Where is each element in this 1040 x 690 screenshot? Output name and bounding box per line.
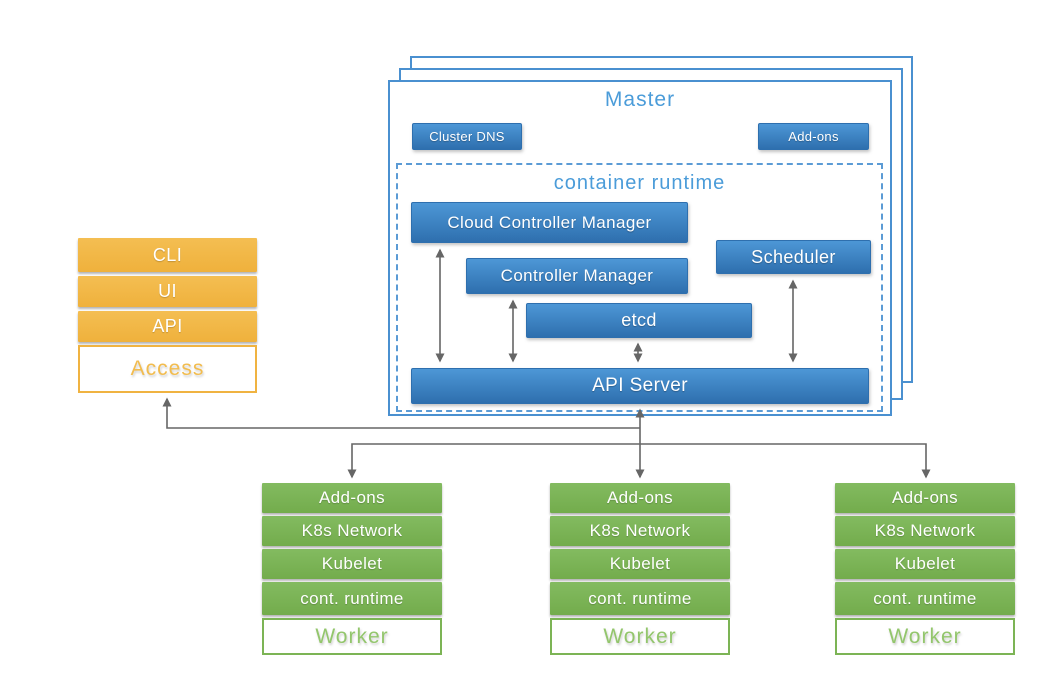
worker-kubelet-label: Kubelet — [609, 554, 671, 573]
worker-addons-box: Add-ons — [550, 483, 730, 513]
worker-k8s-network-box: K8s Network — [835, 516, 1015, 546]
worker-cont-runtime-box: cont. runtime — [835, 582, 1015, 615]
worker-k8s-network-box: K8s Network — [262, 516, 442, 546]
api-box: API — [78, 311, 257, 342]
worker-cont-runtime-box: cont. runtime — [550, 582, 730, 615]
scheduler-label: Scheduler — [751, 246, 836, 267]
worker-k8s-network-box: K8s Network — [550, 516, 730, 546]
worker-label: Worker — [888, 624, 962, 648]
cloud-controller-manager-label: Cloud Controller Manager — [447, 212, 652, 232]
worker-addons-label: Add-ons — [891, 488, 959, 507]
scheduler-box: Scheduler — [716, 240, 871, 274]
master-addons-label: Add-ons — [788, 129, 839, 144]
worker-cont-runtime-box: cont. runtime — [262, 582, 442, 615]
worker-k8s-network-label: K8s Network — [874, 521, 976, 540]
master-title: Master — [604, 88, 676, 111]
ui-box: UI — [78, 276, 257, 307]
worker-cont-runtime-label: cont. runtime — [873, 588, 977, 608]
connector-apiserver-workers — [347, 443, 931, 479]
worker-kubelet-box: Kubelet — [550, 549, 730, 579]
worker-k8s-network-label: K8s Network — [301, 521, 403, 540]
worker-cont-runtime-label: cont. runtime — [300, 588, 404, 608]
worker-addons-label: Add-ons — [318, 488, 386, 507]
cli-label: CLI — [152, 244, 183, 265]
etcd-box: etcd — [526, 303, 752, 338]
access-stack: CLI UI API Access — [78, 238, 257, 393]
worker-kubelet-label: Kubelet — [894, 554, 956, 573]
container-runtime-title: container runtime — [553, 172, 726, 194]
controller-manager-label: Controller Manager — [500, 266, 654, 285]
cluster-dns-box: Cluster DNS — [412, 123, 522, 150]
worker-addons-box: Add-ons — [835, 483, 1015, 513]
controller-manager-box: Controller Manager — [466, 258, 688, 294]
worker-kubelet-box: Kubelet — [835, 549, 1015, 579]
worker-stack-1: Add-ons K8s Network Kubelet cont. runtim… — [262, 483, 442, 655]
api-label: API — [152, 316, 183, 336]
cloud-controller-manager-box: Cloud Controller Manager — [411, 202, 688, 243]
worker-stack-2: Add-ons K8s Network Kubelet cont. runtim… — [550, 483, 730, 655]
api-server-label: API Server — [592, 375, 688, 396]
worker-stack-3: Add-ons K8s Network Kubelet cont. runtim… — [835, 483, 1015, 655]
worker-kubelet-box: Kubelet — [262, 549, 442, 579]
api-server-box: API Server — [411, 368, 869, 404]
worker-kubelet-label: Kubelet — [321, 554, 383, 573]
etcd-label: etcd — [621, 310, 657, 330]
worker-label: Worker — [603, 624, 677, 648]
cli-box: CLI — [78, 238, 257, 272]
access-label: Access — [130, 357, 205, 380]
master-addons-box: Add-ons — [758, 123, 869, 150]
worker-addons-box: Add-ons — [262, 483, 442, 513]
cluster-dns-label: Cluster DNS — [429, 129, 505, 144]
worker-label-box: Worker — [262, 618, 442, 655]
worker-cont-runtime-label: cont. runtime — [588, 588, 692, 608]
worker-label-box: Worker — [835, 618, 1015, 655]
ui-label: UI — [158, 281, 177, 301]
worker-addons-label: Add-ons — [606, 488, 674, 507]
worker-label: Worker — [315, 624, 389, 648]
worker-k8s-network-label: K8s Network — [589, 521, 691, 540]
access-label-box: Access — [78, 345, 257, 393]
worker-label-box: Worker — [550, 618, 730, 655]
